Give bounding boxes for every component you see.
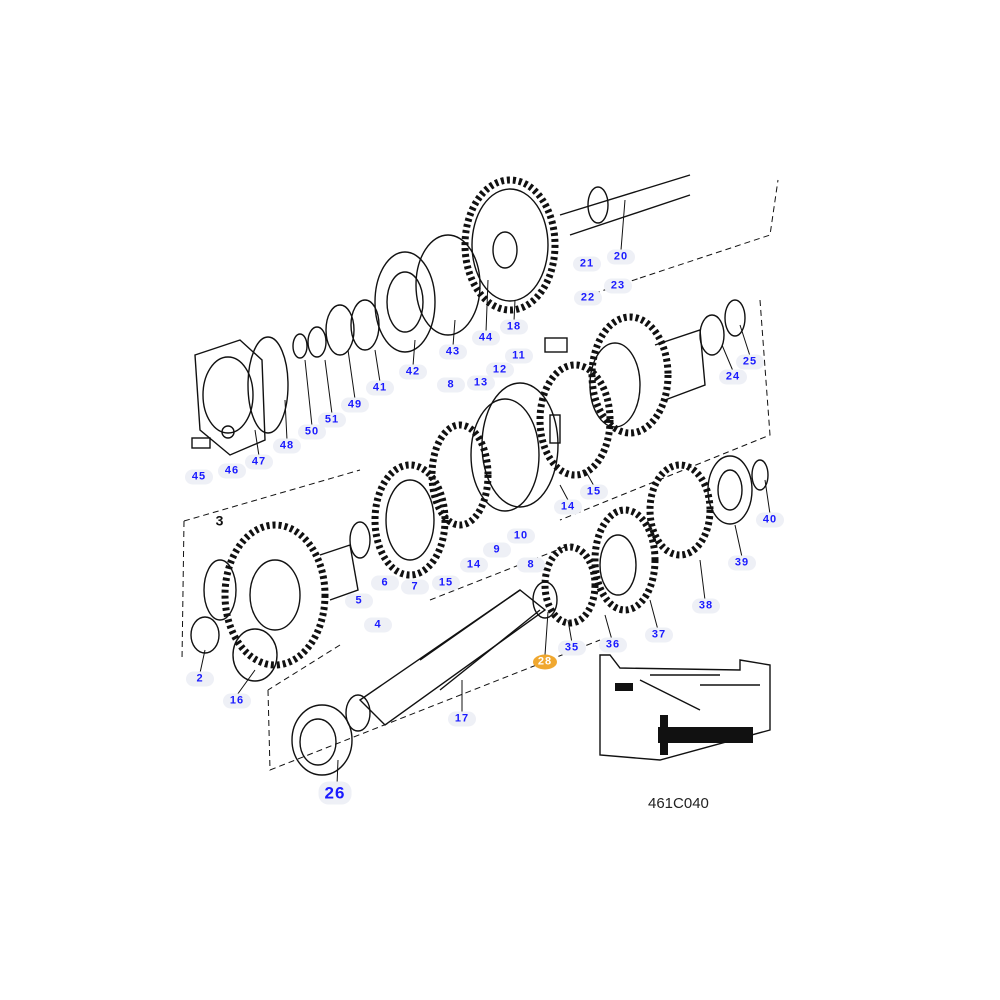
callout-14-lower[interactable]: 14 bbox=[460, 557, 488, 573]
callout-37[interactable]: 37 bbox=[645, 627, 673, 643]
gear-22 bbox=[588, 299, 746, 437]
callout-16[interactable]: 16 bbox=[223, 693, 251, 709]
callout-9[interactable]: 9 bbox=[483, 542, 511, 558]
callout-25[interactable]: 25 bbox=[736, 354, 764, 370]
callout-28-highlighted[interactable]: 28 bbox=[533, 654, 557, 670]
gear-18 bbox=[461, 176, 559, 314]
callout-22[interactable]: 22 bbox=[574, 290, 602, 306]
callout-46[interactable]: 46 bbox=[218, 463, 246, 479]
callout-39[interactable]: 39 bbox=[728, 555, 756, 571]
callout-47[interactable]: 47 bbox=[245, 454, 273, 470]
assembly-boundary-lines bbox=[181, 179, 779, 771]
callout-45[interactable]: 45 bbox=[185, 469, 213, 485]
callout-23[interactable]: 23 bbox=[604, 278, 632, 294]
bearing-26 bbox=[291, 704, 353, 776]
countershaft-gears bbox=[532, 455, 769, 627]
gear-3 bbox=[190, 521, 371, 682]
callout-10[interactable]: 10 bbox=[507, 528, 535, 544]
input-shaft-20 bbox=[559, 174, 691, 236]
drawing-code: 461C040 bbox=[648, 795, 709, 812]
synchronizer-assembly bbox=[371, 337, 614, 579]
callout-8-upper[interactable]: 8 bbox=[437, 377, 465, 393]
callout-15-upper[interactable]: 15 bbox=[580, 484, 608, 500]
callout-26[interactable]: 26 bbox=[318, 781, 352, 805]
callout-48[interactable]: 48 bbox=[273, 438, 301, 454]
callout-11[interactable]: 11 bbox=[505, 348, 533, 364]
callout-20[interactable]: 20 bbox=[607, 249, 635, 265]
callout-15-lower[interactable]: 15 bbox=[432, 575, 460, 591]
callout-42[interactable]: 42 bbox=[399, 364, 427, 380]
callout-6[interactable]: 6 bbox=[371, 575, 399, 591]
main-shaft-17 bbox=[345, 589, 547, 732]
callout-49[interactable]: 49 bbox=[341, 397, 369, 413]
callout-7[interactable]: 7 bbox=[401, 579, 429, 595]
callout-41[interactable]: 41 bbox=[366, 380, 394, 396]
callout-51[interactable]: 51 bbox=[318, 412, 346, 428]
callout-21[interactable]: 21 bbox=[573, 256, 601, 272]
callout-35[interactable]: 35 bbox=[558, 640, 586, 656]
rings-41-51 bbox=[292, 299, 380, 359]
callout-3[interactable]: 3 bbox=[215, 512, 225, 529]
callout-5[interactable]: 5 bbox=[345, 593, 373, 609]
location-inset bbox=[599, 654, 771, 761]
callout-12[interactable]: 12 bbox=[486, 362, 514, 378]
callout-4[interactable]: 4 bbox=[364, 617, 392, 633]
callout-8-lower[interactable]: 8 bbox=[517, 557, 545, 573]
callout-36[interactable]: 36 bbox=[599, 637, 627, 653]
hub-43-42 bbox=[374, 234, 481, 353]
callout-14-upper[interactable]: 14 bbox=[554, 499, 582, 515]
callout-43[interactable]: 43 bbox=[439, 344, 467, 360]
callout-18[interactable]: 18 bbox=[500, 319, 528, 335]
callout-24[interactable]: 24 bbox=[719, 369, 747, 385]
callout-38[interactable]: 38 bbox=[692, 598, 720, 614]
callout-13[interactable]: 13 bbox=[467, 375, 495, 391]
callout-50[interactable]: 50 bbox=[298, 424, 326, 440]
cover-47 bbox=[191, 336, 289, 456]
callout-17[interactable]: 17 bbox=[448, 711, 476, 727]
callout-40[interactable]: 40 bbox=[756, 512, 784, 528]
callout-2[interactable]: 2 bbox=[186, 671, 214, 687]
callout-44[interactable]: 44 bbox=[472, 330, 500, 346]
